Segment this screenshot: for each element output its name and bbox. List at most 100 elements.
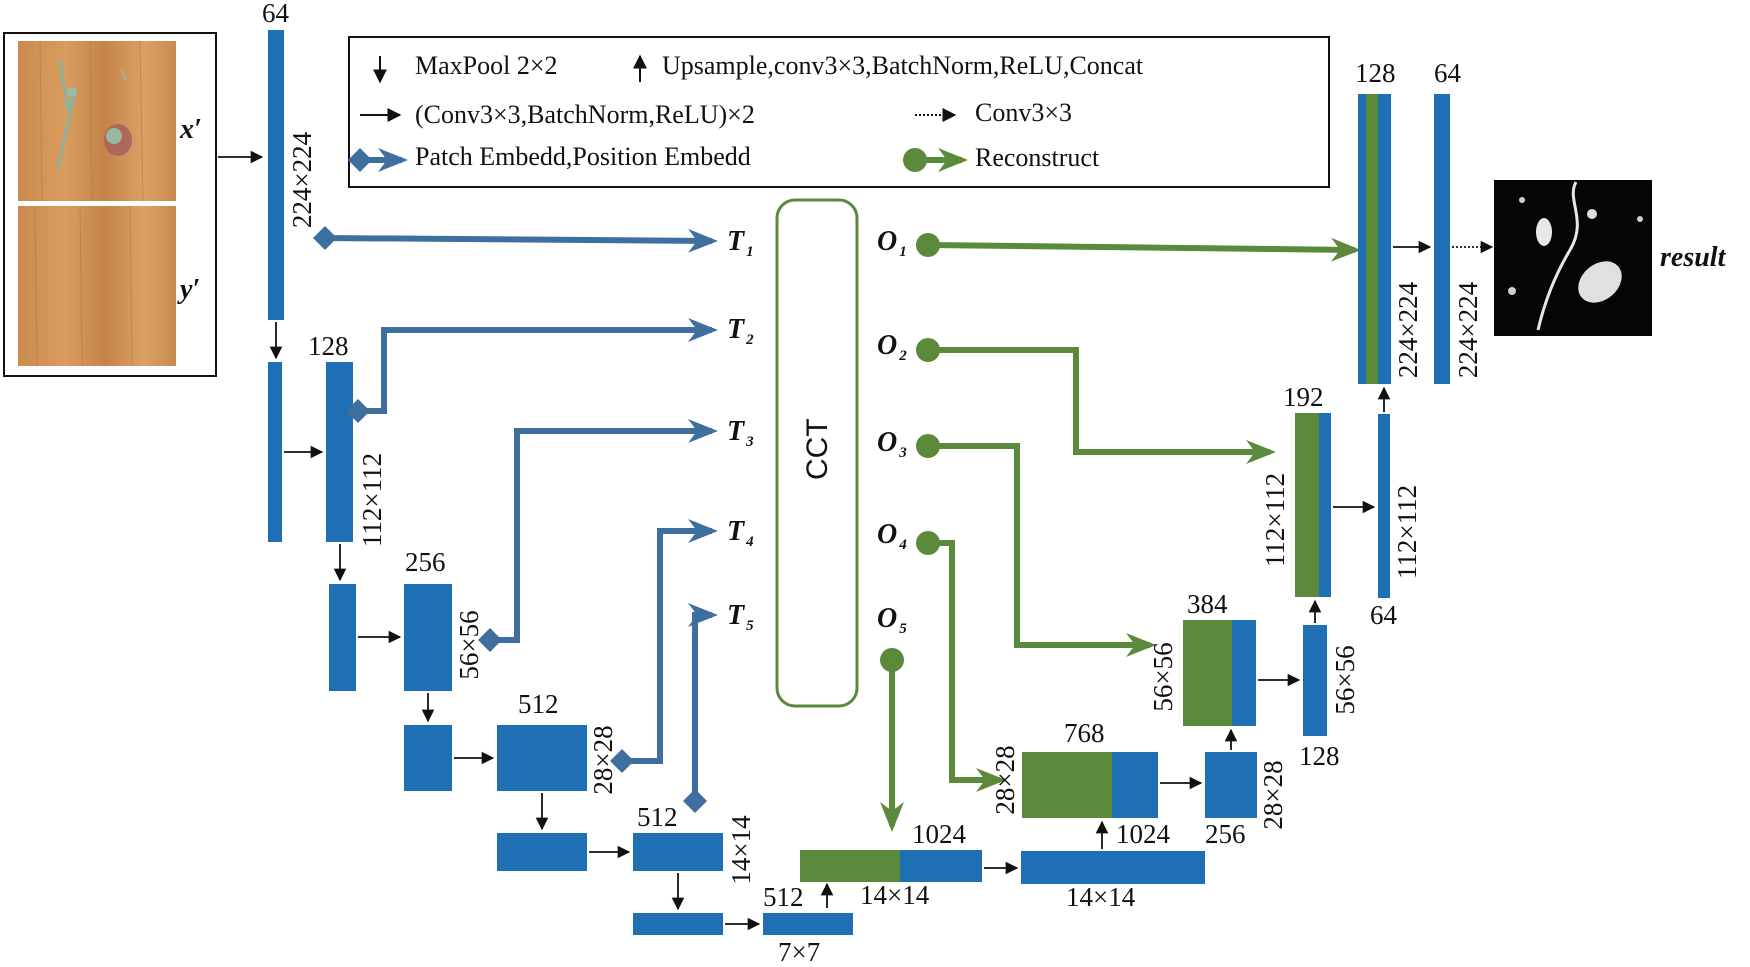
bottom-in: [633, 913, 723, 935]
d4-blue: [1112, 752, 1158, 818]
enc4-in: [404, 725, 452, 791]
enc1-size: 224×224: [287, 131, 317, 228]
t4-sub: 4: [745, 534, 754, 550]
defect-marks: [56, 59, 132, 171]
svg-text:O2: O2: [877, 330, 907, 364]
bneck-ch: 1024: [912, 819, 967, 849]
t1-sub: 1: [746, 244, 754, 260]
input-panel: x′ y′: [3, 32, 217, 377]
decoder-arrows: [820, 240, 1494, 908]
enc3-in: [329, 584, 356, 691]
svg-text:T4: T4: [727, 516, 754, 550]
o2-label: O: [877, 330, 897, 361]
enc5-size: 14×14: [726, 815, 756, 885]
t3-label: T: [727, 416, 746, 447]
o3-label: O: [877, 427, 897, 458]
cct-block: CCT: [775, 198, 859, 708]
t2-label: T: [727, 314, 746, 345]
svg-text:T3: T3: [727, 416, 754, 450]
d4-out: [1205, 752, 1257, 818]
t1-label: T: [727, 226, 746, 257]
svg-text:T5: T5: [727, 600, 754, 634]
d1-ch: 128: [1355, 58, 1396, 88]
enc1-ch: 64: [262, 0, 290, 28]
bneck-blue: [900, 850, 982, 882]
enc4-out: [497, 725, 587, 791]
patch-embed-arrows: [313, 226, 718, 813]
svg-text:T1: T1: [727, 226, 754, 260]
enc4-ch: 512: [518, 689, 559, 719]
enc2-in: [268, 362, 282, 542]
o4-sub: 4: [898, 537, 907, 553]
d3-out-ch: 128: [1299, 741, 1340, 771]
decoder: [800, 94, 1450, 884]
d3-blue: [1232, 620, 1256, 726]
d3-ch: 384: [1187, 589, 1228, 619]
d4-ch: 768: [1064, 718, 1105, 748]
d4-out-ch: 256: [1205, 819, 1246, 849]
d2-ch: 192: [1283, 382, 1324, 412]
enc3-out: [404, 584, 452, 691]
enc1-bar: [268, 30, 284, 320]
bneck-green: [800, 850, 900, 882]
enc3-ch: 256: [405, 547, 446, 577]
bottom-ch: 512: [763, 882, 804, 912]
result-image: [1494, 180, 1652, 336]
t2-sub: 2: [745, 332, 754, 348]
input-label-y: y′: [177, 274, 200, 305]
o5-sub: 5: [899, 621, 907, 637]
o3-sub: 3: [898, 445, 907, 461]
d4-size: 28×28: [990, 745, 1020, 814]
t5-sub: 5: [746, 618, 754, 634]
encoder-labels: 64 224×224 128 112×112 256 56×56 512 28×…: [262, 0, 820, 967]
d4-out-size: 28×28: [1258, 760, 1288, 829]
enc4-size: 28×28: [588, 725, 618, 794]
bneck2-size: 14×14: [1066, 882, 1136, 912]
decoder-labels: 1024 14×14 1024 14×14 768 28×28 256 28×2…: [860, 58, 1483, 912]
o1-label: O: [877, 226, 897, 257]
o2-sub: 2: [898, 348, 907, 364]
legend: MaxPool 2×2 Upsample,conv3×3,BatchNorm,R…: [348, 36, 1330, 188]
encoder: [268, 30, 853, 935]
enc3-size: 56×56: [454, 610, 484, 679]
enc2-ch: 128: [308, 331, 349, 361]
svg-text:O1: O1: [877, 226, 907, 260]
bneck2-ch: 1024: [1116, 819, 1171, 849]
d1-green: [1366, 94, 1378, 384]
t4-label: T: [727, 516, 746, 547]
o5-label: O: [877, 603, 897, 634]
enc5-in: [497, 833, 587, 871]
legend-reconstruct: Reconstruct: [975, 143, 1100, 172]
d1-blue-a: [1358, 94, 1366, 384]
d1-out-ch: 64: [1434, 58, 1462, 88]
reconstruct-arrows: [880, 233, 1361, 832]
t3-sub: 3: [745, 434, 754, 450]
enc5-out: [633, 833, 723, 871]
bneck-size: 14×14: [860, 880, 930, 910]
d2-out-ch: 64: [1370, 600, 1398, 630]
input-label-x: x′: [179, 114, 202, 145]
legend-patch: Patch Embedd,Position Embedd: [415, 142, 751, 171]
d1-size: 224×224: [1393, 281, 1423, 378]
bottom-out: [763, 913, 853, 935]
legend-conv-block: (Conv3×3,BatchNorm,ReLU)×2: [415, 100, 755, 129]
d4-green: [1022, 752, 1112, 818]
encoder-arrows: [218, 150, 761, 931]
enc5-ch: 512: [637, 802, 678, 832]
bneck2: [1021, 851, 1205, 884]
cct-label: CCT: [801, 418, 834, 480]
d3-green: [1183, 620, 1232, 726]
svg-text:O5: O5: [877, 603, 907, 637]
svg-text:O4: O4: [877, 519, 907, 553]
svg-text:T2: T2: [727, 314, 754, 348]
input-image-x: [18, 41, 176, 201]
legend-upsample: Upsample,conv3×3,BatchNorm,ReLU,Concat: [662, 51, 1144, 80]
bottom-size: 7×7: [778, 937, 820, 967]
input-image-y: [18, 206, 176, 366]
d1-blue-b: [1378, 94, 1391, 384]
enc2-size: 112×112: [357, 453, 387, 547]
d1-out: [1434, 94, 1450, 384]
